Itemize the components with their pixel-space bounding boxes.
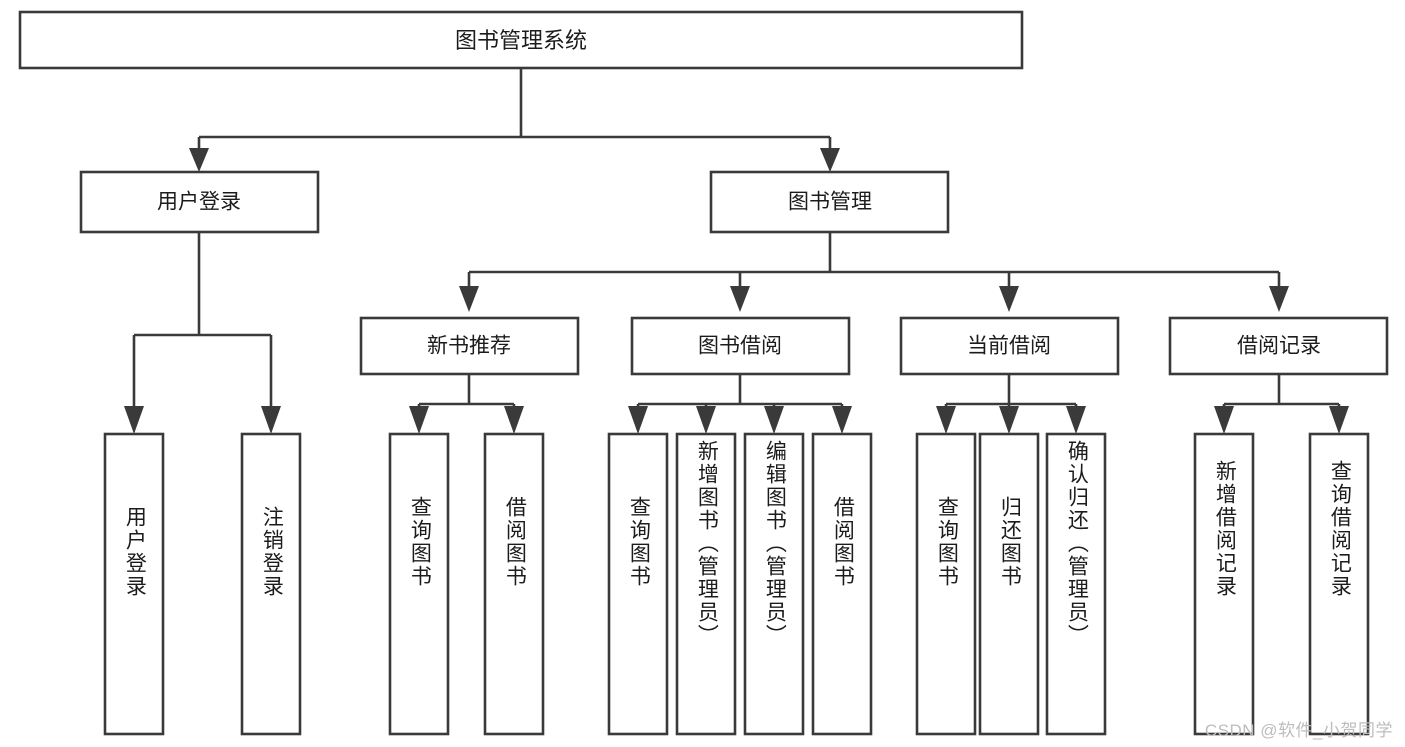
- connector-current-borrow-to-leaves: [936, 374, 1086, 434]
- arrow-head-icon: [696, 406, 716, 434]
- node-root-system-box: [18, 10, 1024, 70]
- connector-root-to-level1: [189, 68, 840, 172]
- node-book-management-label: 图书管理: [788, 191, 872, 214]
- node-borrow-record-label: 借阅记录: [1237, 335, 1321, 358]
- arrow-head-icon: [730, 286, 750, 312]
- node-root-system[interactable]: 图书管理系统: [18, 10, 1024, 70]
- arrow-head-icon: [820, 148, 840, 172]
- node-current-borrow-label: 当前借阅: [967, 335, 1051, 358]
- leaf-box-query-borrow-record[interactable]: [1308, 432, 1370, 736]
- connector-book-borrow-to-leaves: [628, 374, 852, 434]
- leaf-box-add-book-admin[interactable]: [675, 432, 737, 736]
- arrow-head-icon: [999, 286, 1019, 312]
- connector-book-management-to-level2: [459, 232, 1289, 312]
- arrow-head-icon: [124, 406, 144, 434]
- leaf-box-borrow-book-2[interactable]: [811, 432, 873, 736]
- arrow-head-icon: [1066, 406, 1086, 434]
- node-user-login-label: 用户登录: [157, 191, 241, 214]
- node-new-book-recommend[interactable]: 新书推荐: [359, 316, 580, 376]
- arrow-head-icon: [764, 406, 784, 434]
- node-book-management[interactable]: 图书管理: [709, 170, 950, 234]
- leaf-box-confirm-return-admin[interactable]: [1045, 432, 1107, 736]
- node-book-borrow-label: 图书借阅: [698, 335, 782, 358]
- connector-borrow-record-to-leaves: [1214, 374, 1349, 434]
- node-current-borrow[interactable]: 当前借阅: [899, 316, 1120, 376]
- arrow-head-icon: [189, 148, 209, 172]
- leaf-box-query-book-3[interactable]: [915, 432, 977, 736]
- arrow-head-icon: [628, 406, 648, 434]
- node-root-system-label: 图书管理系统: [455, 28, 587, 53]
- arrow-head-icon: [999, 406, 1019, 434]
- arrow-head-icon: [261, 406, 281, 434]
- arrow-head-icon: [1269, 286, 1289, 312]
- leaf-box-query-book-2[interactable]: [607, 432, 669, 736]
- leaf-box-borrow-book-1[interactable]: [483, 432, 545, 736]
- node-book-borrow[interactable]: 图书借阅: [630, 316, 851, 376]
- node-user-login-box: [79, 170, 320, 234]
- node-borrow-record[interactable]: 借阅记录: [1168, 316, 1389, 376]
- arrow-head-icon: [936, 406, 956, 434]
- arrow-head-icon: [832, 406, 852, 434]
- connector-new-book-recommend-to-leaves: [409, 374, 524, 434]
- leaf-box-add-borrow-record[interactable]: [1193, 432, 1255, 736]
- node-new-book-recommend-box: [359, 316, 580, 376]
- node-user-login[interactable]: 用户登录: [79, 170, 320, 234]
- leaf-box-edit-book-admin[interactable]: [743, 432, 805, 736]
- arrow-head-icon: [1214, 406, 1234, 434]
- arrow-head-icon: [1329, 406, 1349, 434]
- arrow-head-icon: [459, 286, 479, 312]
- connector-user-login-to-leaves: [124, 232, 281, 434]
- arrow-head-icon: [504, 406, 524, 434]
- leaf-box-user-login[interactable]: [103, 432, 165, 736]
- leaf-box-query-book-1[interactable]: [388, 432, 450, 736]
- watermark: CSDN @软件_小贺同学: [1204, 721, 1393, 740]
- leaf-box-logout[interactable]: [240, 432, 302, 736]
- arrow-head-icon: [409, 406, 429, 434]
- node-new-book-recommend-label: 新书推荐: [427, 335, 511, 358]
- leaf-box-return-book[interactable]: [978, 432, 1040, 736]
- node-current-borrow-box: [899, 316, 1120, 376]
